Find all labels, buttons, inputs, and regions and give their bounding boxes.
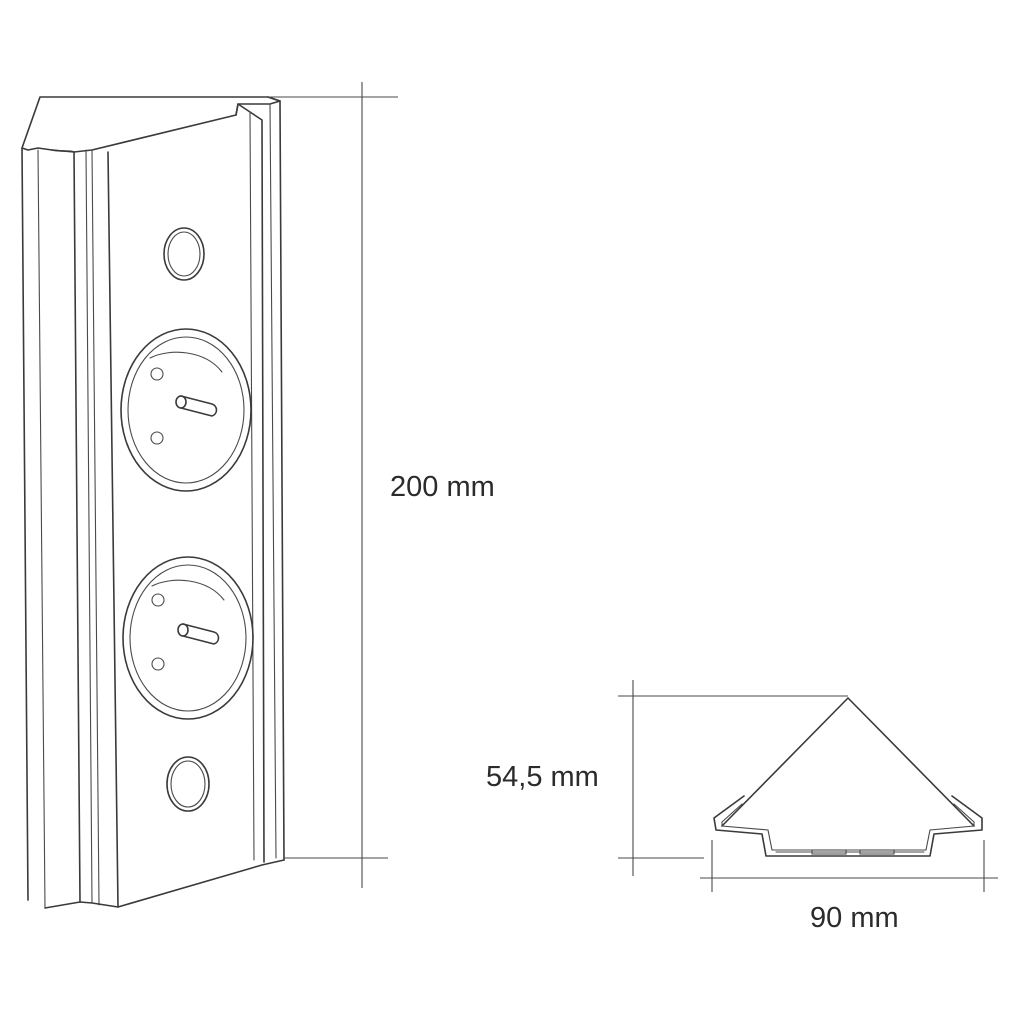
strip-bottom-edge	[44, 859, 285, 909]
strip-left-channel	[51, 149, 81, 903]
socket-1	[120, 328, 252, 492]
socket-2	[122, 556, 254, 720]
height-label: 200 mm	[390, 471, 495, 503]
strip-left-edge	[21, 147, 29, 901]
width-dimension: 90 mm	[700, 840, 998, 934]
profile-cover	[721, 697, 975, 827]
strip-front-face	[235, 103, 265, 863]
depth-label: 54,5 mm	[486, 761, 599, 793]
cable-gland-top	[163, 227, 205, 281]
profile-tray-inner	[721, 803, 975, 851]
profile-tray-outer	[713, 795, 983, 857]
earth-pin-1	[180, 395, 218, 417]
height-dimension: 200 mm	[268, 82, 495, 888]
cross-section-profile	[713, 697, 983, 857]
strip-right-flange	[267, 96, 285, 861]
width-label: 90 mm	[810, 902, 899, 934]
cable-gland-bottom	[166, 756, 210, 812]
depth-dimension: 54,5 mm	[486, 680, 848, 876]
power-strip-elevation	[21, 96, 285, 909]
earth-pin-2	[182, 623, 220, 645]
